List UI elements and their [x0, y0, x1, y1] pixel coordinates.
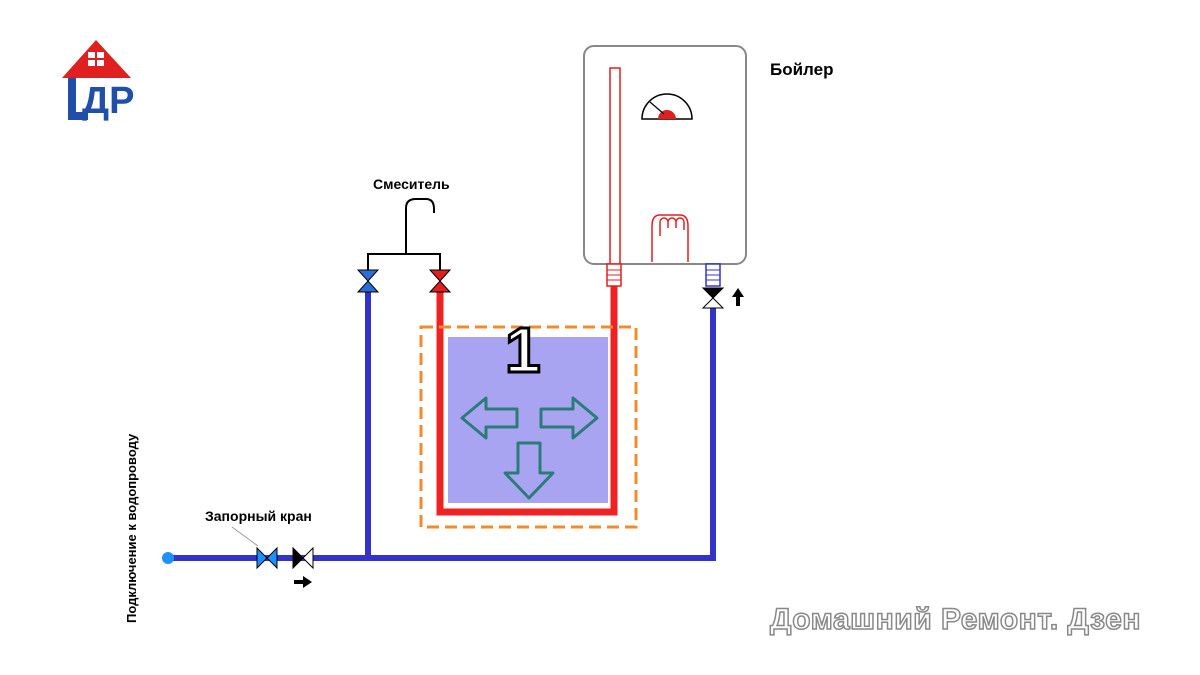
- zone-1-border: [419, 325, 638, 529]
- boiler-tank: [583, 45, 747, 265]
- flow-arrow-icon: [294, 576, 312, 588]
- valve-icon: [428, 269, 452, 293]
- valve-icon: [256, 546, 278, 570]
- valve-icon: [701, 287, 725, 309]
- water-main-connection: [162, 552, 174, 564]
- brand-watermark: Домашний Ремонт. Дзен: [769, 602, 1141, 637]
- heating-coil-icon: [651, 214, 689, 262]
- move-arrow-icon: [460, 396, 599, 500]
- valve-icon: [356, 269, 380, 293]
- house-logo-icon: [62, 40, 131, 120]
- flow-arrow-icon: [732, 288, 744, 306]
- gauge-icon: [641, 93, 693, 120]
- logo-text: ДР: [82, 80, 135, 122]
- zone-number: 1: [504, 314, 543, 386]
- valve-label-leader: [231, 526, 259, 547]
- boiler-hot-tube: [609, 67, 621, 265]
- mixer-label: Смеситель: [373, 176, 450, 192]
- zone-1-area: [448, 337, 608, 503]
- boiler-label: Бойлер: [770, 60, 834, 79]
- hot-water-pipe: [436, 286, 618, 516]
- mixer-faucet: [367, 198, 441, 272]
- shutoff-valve-label: Запорный кран: [205, 508, 312, 524]
- water-connection-label: Подключение к водопроводу: [124, 433, 139, 623]
- valve-icon: [292, 546, 314, 570]
